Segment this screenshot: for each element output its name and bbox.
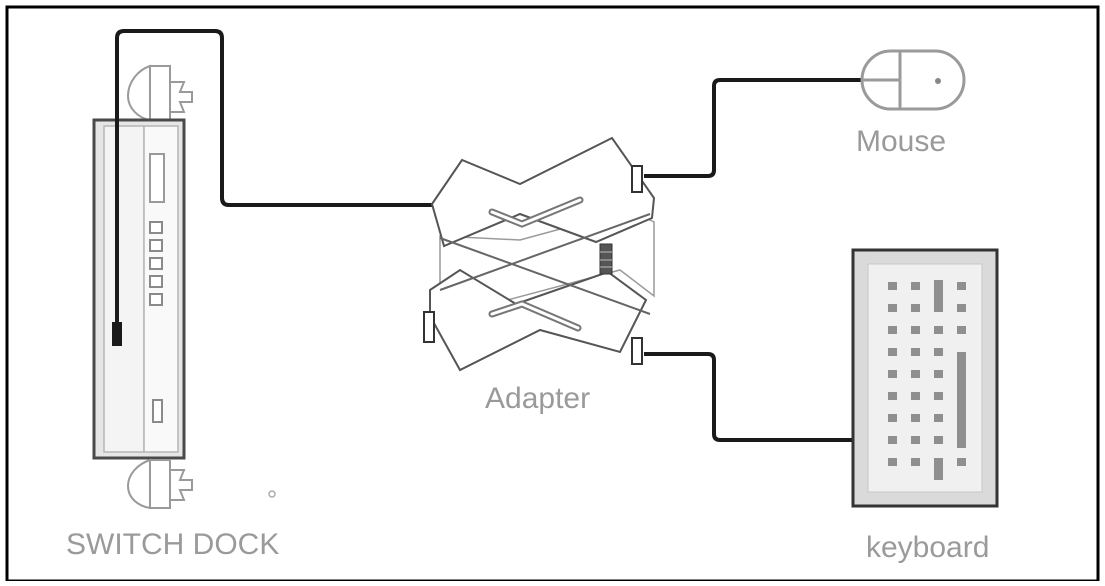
keyboard-key bbox=[911, 282, 920, 290]
keyboard-key bbox=[911, 304, 920, 312]
adapter-label: Adapter bbox=[485, 382, 591, 415]
keyboard-key bbox=[888, 326, 897, 334]
keyboard-key bbox=[934, 392, 943, 400]
dock-bottom-slot bbox=[152, 399, 163, 423]
keyboard-key bbox=[911, 348, 920, 356]
cable-adapter-to-mouse bbox=[644, 78, 862, 178]
keyboard-long-key-bottom bbox=[934, 458, 943, 480]
keyboard-key bbox=[888, 458, 897, 466]
keyboard-key bbox=[888, 304, 897, 312]
keyboard-key bbox=[934, 348, 943, 356]
keyboard-key bbox=[911, 326, 920, 334]
dock-slot bbox=[149, 153, 165, 203]
keyboard-key bbox=[934, 436, 943, 444]
cable-adapter-to-keyboard bbox=[644, 352, 856, 442]
adapter-top-groove-inner bbox=[490, 198, 582, 226]
dock-top-controller-icon bbox=[126, 64, 193, 123]
keyboard-icon bbox=[851, 248, 999, 508]
keyboard-key bbox=[957, 326, 966, 334]
keyboard-key bbox=[911, 436, 920, 444]
dock-inner-panel bbox=[103, 125, 145, 453]
adapter-device bbox=[423, 136, 656, 372]
adapter-port-keyboard bbox=[631, 337, 643, 365]
keyboard-keys bbox=[888, 282, 966, 466]
keyboard-key bbox=[888, 436, 897, 444]
dock-port-5 bbox=[149, 293, 163, 306]
adapter-bottom-groove-inner bbox=[490, 302, 580, 330]
cables bbox=[115, 29, 862, 442]
adapter-bottom-limb bbox=[429, 268, 648, 372]
dock-usb-plug bbox=[112, 322, 122, 346]
keyboard-key bbox=[888, 392, 897, 400]
adapter-cross-line-1 bbox=[439, 237, 651, 315]
keyboard-key bbox=[888, 370, 897, 378]
mouse-label: Mouse bbox=[856, 125, 947, 158]
adapter-port-mouse bbox=[631, 165, 643, 193]
keyboard-key bbox=[934, 370, 943, 378]
dock-bottom-controller-icon bbox=[126, 458, 193, 510]
keyboard-key bbox=[957, 282, 966, 290]
switch-dock-label: SWITCH DOCK bbox=[66, 528, 280, 561]
cable-dock-to-adapter bbox=[115, 29, 436, 325]
keyboard-key bbox=[911, 458, 920, 466]
adapter-top-limb bbox=[430, 136, 656, 248]
keyboard-key bbox=[888, 282, 897, 290]
keyboard-key bbox=[957, 304, 966, 312]
keyboard-label: keyboard bbox=[866, 531, 990, 564]
keyboard-key bbox=[934, 326, 943, 334]
keyboard-key bbox=[957, 458, 966, 466]
keyboard-key bbox=[888, 348, 897, 356]
keyboard-key bbox=[911, 370, 920, 378]
dock-port-2 bbox=[149, 239, 163, 252]
keyboard-key bbox=[934, 304, 943, 312]
adapter-cross-line-2 bbox=[439, 213, 651, 291]
keyboard-key bbox=[911, 414, 920, 422]
keyboard-key bbox=[911, 392, 920, 400]
dock-port-1 bbox=[149, 221, 163, 234]
switch-dock bbox=[92, 64, 276, 510]
small-dot bbox=[268, 490, 276, 498]
dock-port-3 bbox=[149, 257, 163, 270]
adapter-switch bbox=[599, 243, 613, 275]
keyboard-key bbox=[888, 414, 897, 422]
dock-port-4 bbox=[149, 275, 163, 288]
keyboard-key bbox=[934, 414, 943, 422]
mouse-icon bbox=[860, 49, 966, 111]
keyboard-long-key-top bbox=[934, 280, 943, 304]
adapter-port-left bbox=[423, 311, 435, 343]
keyboard-long-key-right bbox=[957, 352, 966, 448]
